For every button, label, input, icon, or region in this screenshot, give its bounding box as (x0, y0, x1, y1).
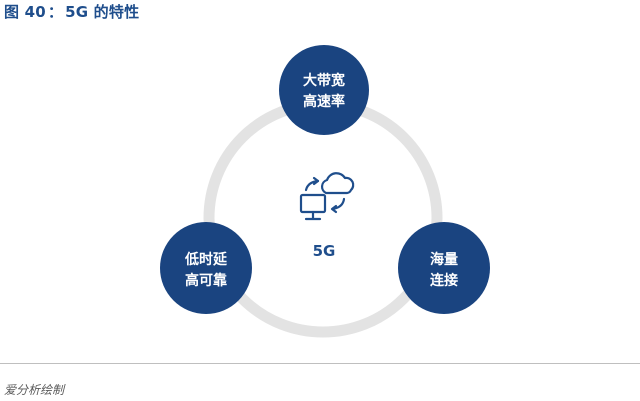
node-latency-line2: 高可靠 (185, 272, 227, 289)
node-connections-circle (398, 222, 490, 314)
node-latency-circle (160, 222, 252, 314)
node-bandwidth: 大带宽 高速率 (279, 45, 369, 135)
figure-number: 图 40 (4, 3, 46, 21)
node-bandwidth-line1: 大带宽 (303, 72, 345, 89)
node-latency-line1: 低时延 (184, 251, 228, 268)
footer-divider (0, 363, 640, 364)
figure-title: 图 40：5G 的特性 (4, 1, 139, 22)
node-connections-line1: 海量 (430, 251, 458, 268)
figure-title-text: 5G 的特性 (65, 3, 140, 21)
figure-title-separator: ： (47, 3, 64, 21)
center-label: 5G (313, 242, 336, 260)
node-latency: 低时延 高可靠 (160, 222, 252, 314)
connecting-ring (203, 98, 443, 338)
node-bandwidth-line2: 高速率 (303, 93, 345, 110)
source-note: 爱分析绘制 (4, 383, 65, 397)
node-connections: 海量 连接 (398, 222, 490, 314)
node-connections-line2: 连接 (430, 272, 458, 289)
monitor-cloud-sync-icon (299, 172, 355, 221)
node-bandwidth-circle (279, 45, 369, 135)
